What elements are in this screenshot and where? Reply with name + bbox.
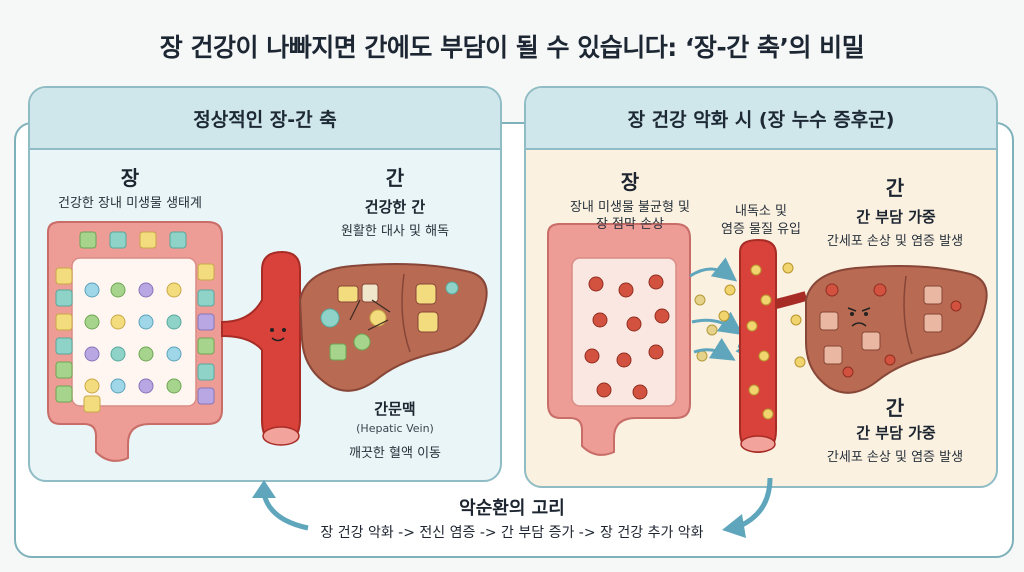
vicious-cycle-text: 장 건강 악화 -> 전신 염증 -> 간 부담 증가 -> 장 건강 추가 악…	[320, 525, 704, 541]
page-title: 장 건강이 나빠지면 간에도 부담이 될 수 있습니다: ‘장-간 축’의 비밀	[159, 33, 865, 62]
damaged-gut-desc-1: 장내 미생물 불균형 및	[569, 200, 691, 215]
healthy-liver-desc: 원활한 대사 및 해독	[340, 224, 450, 239]
damaged-gut-desc-2: 장 점막 손상	[595, 217, 665, 232]
healthy-gut-desc: 건강한 장내 미생물 생태계	[58, 196, 202, 211]
damaged-liver-title-top: 간	[885, 176, 905, 200]
damaged-gut-title: 장	[620, 170, 640, 194]
toxin-label-1: 내독소 및	[735, 204, 787, 219]
healthy-liver-title: 간	[385, 166, 405, 190]
damaged-liver-subtitle-top: 간 부담 가중	[856, 208, 936, 226]
inflamed-portal-vein	[718, 238, 808, 454]
damaged-liver-subtitle-bottom: 간 부담 가중	[856, 424, 936, 442]
portal-vein-desc: 깨끗한 혈액 이동	[349, 446, 441, 461]
portal-vein-en: (Hepatic Vein)	[356, 422, 434, 435]
damaged-liver-desc-top: 간세포 손상 및 염증 발생	[826, 234, 964, 249]
healthy-portal-vein	[221, 250, 301, 446]
toxin-label-2: 염증 물질 유입	[720, 222, 802, 237]
leaky-gut-header: 장 건강 악화 시 (장 누수 증후군)	[526, 88, 996, 150]
healthy-liver	[298, 263, 488, 392]
vicious-cycle-title: 악순환의 고리	[459, 498, 565, 519]
vicious-cycle-arrows	[252, 477, 773, 538]
portal-vein-title: 간문맥	[374, 400, 416, 418]
damaged-liver-title-bottom: 간	[885, 396, 905, 420]
normal-axis-header: 정상적인 장-간 축	[30, 88, 500, 150]
damaged-intestine	[547, 223, 718, 456]
healthy-liver-subtitle: 건강한 간	[364, 198, 426, 216]
damaged-liver	[805, 265, 988, 394]
damaged-liver-desc-bottom: 간세포 손상 및 염증 발생	[826, 450, 964, 465]
healthy-gut-title: 장	[120, 166, 140, 190]
healthy-intestine	[47, 221, 223, 462]
